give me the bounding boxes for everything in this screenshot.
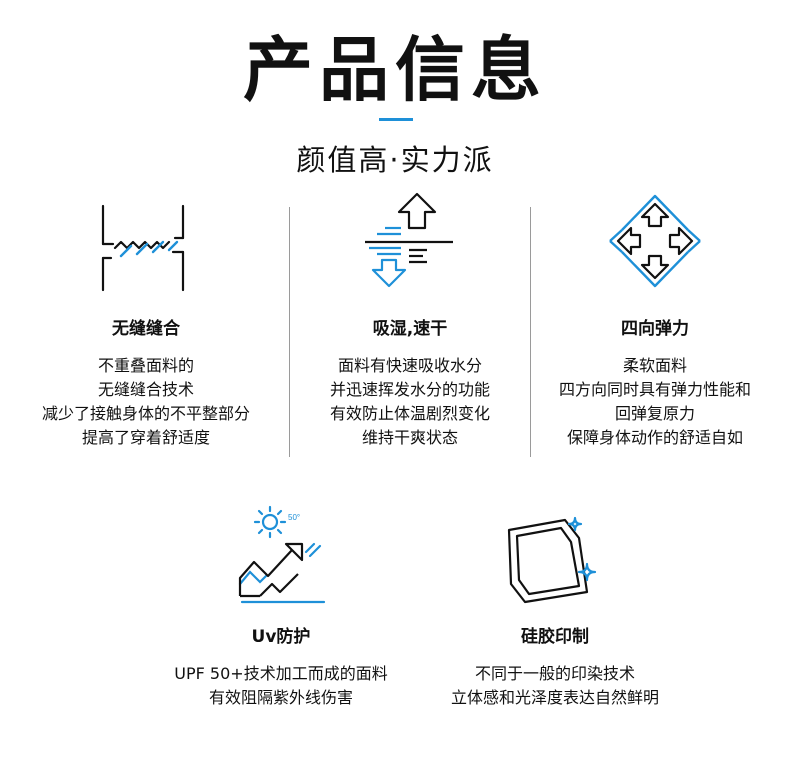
feature-desc-line: 不重叠面料的: [97, 356, 194, 375]
feature-desc-line: 面料有快速吸收水分: [337, 356, 482, 375]
feature-desc-line: 有效防止体温剧烈变化: [329, 404, 490, 423]
feature-silicone-print: 硅胶印制 不同于一般的印染技术 立体感和光泽度表达自然鲜明: [420, 504, 690, 710]
feature-desc-line: 提高了穿着舒适度: [81, 428, 210, 447]
feature-desc-line: 保障身体动作的舒适自如: [566, 428, 743, 447]
feature-description: 柔软面料 四方向同时具有弹力性能和 回弹复原力 保障身体动作的舒适自如: [531, 354, 779, 450]
feature-desc-line: 并迅速挥发水分的功能: [329, 380, 490, 399]
title-accent-bar: [379, 118, 413, 121]
feature-four-way-stretch: 四向弹力 柔软面料 四方向同时具有弹力性能和 回弹复原力 保障身体动作的舒适自如: [531, 190, 779, 450]
feature-description: UPF 50+技术加工而成的面料 有效阻隔紫外线伤害: [150, 662, 412, 710]
column-divider: [289, 207, 290, 457]
feature-description: 不重叠面料的 无缝缝合技术 减少了接触身体的不平整部分 提高了穿着舒适度: [0, 354, 292, 450]
feature-desc-line: 回弹复原力: [614, 404, 695, 423]
feature-description: 不同于一般的印染技术 立体感和光泽度表达自然鲜明: [420, 662, 690, 710]
feature-desc-line: 柔软面料: [622, 356, 687, 375]
feature-desc-line: 不同于一般的印染技术: [474, 664, 635, 683]
uv-degree-label: 50°: [288, 513, 300, 522]
silicone-print-icon: [507, 516, 597, 604]
feature-name: 吸湿,速干: [372, 319, 448, 339]
feature-desc-line: 维持干爽状态: [361, 428, 458, 447]
feature-name: Uv防护: [251, 627, 311, 647]
page-title: 产品信息: [243, 29, 547, 111]
feature-desc-line: 减少了接触身体的不平整部分: [41, 404, 250, 423]
uv-protection-icon: 50°: [238, 505, 326, 604]
feature-desc-line: 立体感和光泽度表达自然鲜明: [450, 688, 659, 707]
four-way-stretch-icon: [609, 194, 701, 288]
feature-desc-line: UPF 50+技术加工而成的面料: [174, 664, 388, 683]
feature-name: 硅胶印制: [521, 627, 589, 647]
feature-desc-line: 有效阻隔紫外线伤害: [208, 688, 353, 707]
feature-moisture: 吸湿,速干 面料有快速吸收水分 并迅速挥发水分的功能 有效防止体温剧烈变化 维持…: [290, 190, 530, 450]
moisture-wicking-icon: [365, 192, 453, 288]
page-subtitle: 颜值高·实力派: [296, 143, 494, 177]
feature-seamless: 无缝缝合 不重叠面料的 无缝缝合技术 减少了接触身体的不平整部分 提高了穿着舒适…: [0, 200, 292, 450]
feature-name: 四向弹力: [621, 319, 689, 339]
feature-desc-line: 无缝缝合技术: [97, 380, 194, 399]
feature-uv-protection: 50° Uv防护 UPF 50+技术加工而成的面料 有效阻隔紫外线伤害: [150, 504, 412, 710]
seamless-stitch-icon: [101, 204, 185, 292]
column-divider: [530, 207, 531, 457]
feature-description: 面料有快速吸收水分 并迅速挥发水分的功能 有效防止体温剧烈变化 维持干爽状态: [290, 354, 530, 450]
feature-desc-line: 四方向同时具有弹力性能和: [558, 380, 751, 399]
feature-name: 无缝缝合: [112, 319, 180, 339]
